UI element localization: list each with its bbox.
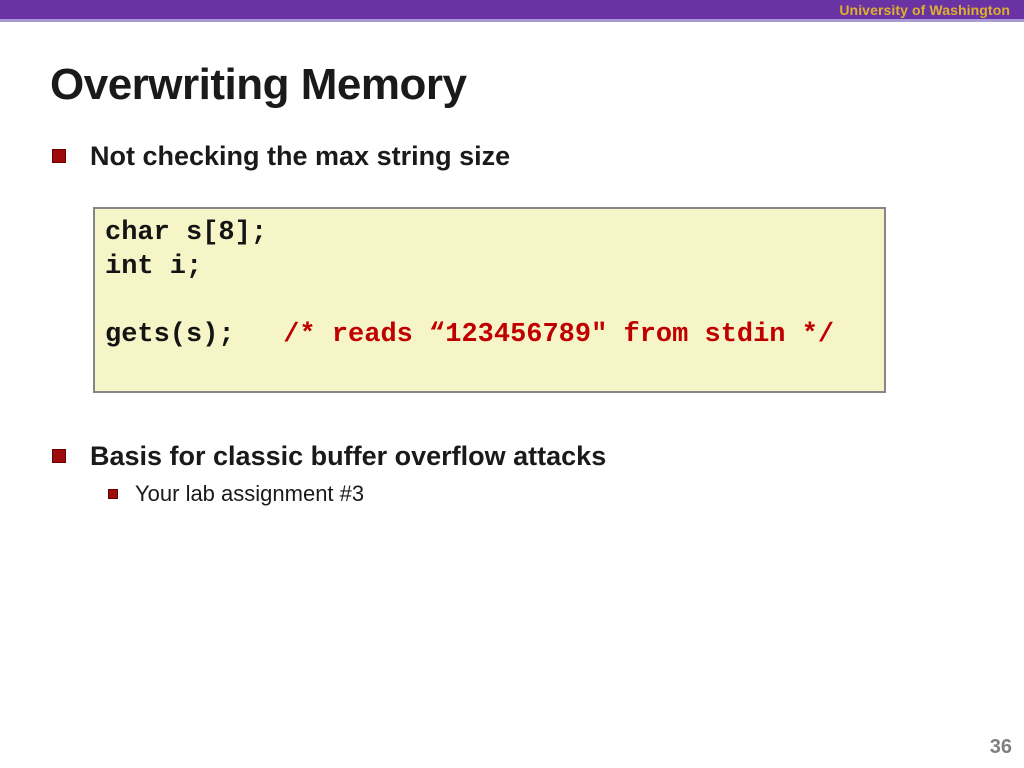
code-box: char s[8]; int i; gets(s); /* reads “123… <box>93 207 886 393</box>
sub-bullet-text: Your lab assignment #3 <box>135 481 365 506</box>
bullet-text: Basis for classic buffer overflow attack… <box>90 440 607 471</box>
code-text: char s[8]; <box>105 218 268 248</box>
bullet-square-icon <box>52 449 66 463</box>
header-bar: University of Washington <box>0 0 1024 22</box>
bullet-item-buffer-overflow: Basis for classic buffer overflow attack… <box>52 441 606 471</box>
code-comment: /* reads “123456789″ from stdin */ <box>234 320 835 350</box>
code-text: int i; <box>105 252 203 282</box>
code-line: int i; <box>105 250 876 284</box>
code-line: gets(s); /* reads “123456789″ from stdin… <box>105 318 876 352</box>
sub-bullet-square-icon <box>108 489 118 499</box>
university-brand-text: University of Washington <box>839 1 1010 18</box>
sub-bullet-lab-assignment: Your lab assignment #3 <box>108 481 364 507</box>
page-title: Overwriting Memory <box>50 60 467 109</box>
code-line <box>105 284 876 318</box>
code-text: gets(s); <box>105 320 235 350</box>
bullet-text: Not checking the max string size <box>90 140 511 171</box>
bullet-item-max-string-size: Not checking the max string size <box>52 141 510 171</box>
code-line: char s[8]; <box>105 216 876 250</box>
bullet-square-icon <box>52 149 66 163</box>
page-number: 36 <box>989 736 1012 758</box>
